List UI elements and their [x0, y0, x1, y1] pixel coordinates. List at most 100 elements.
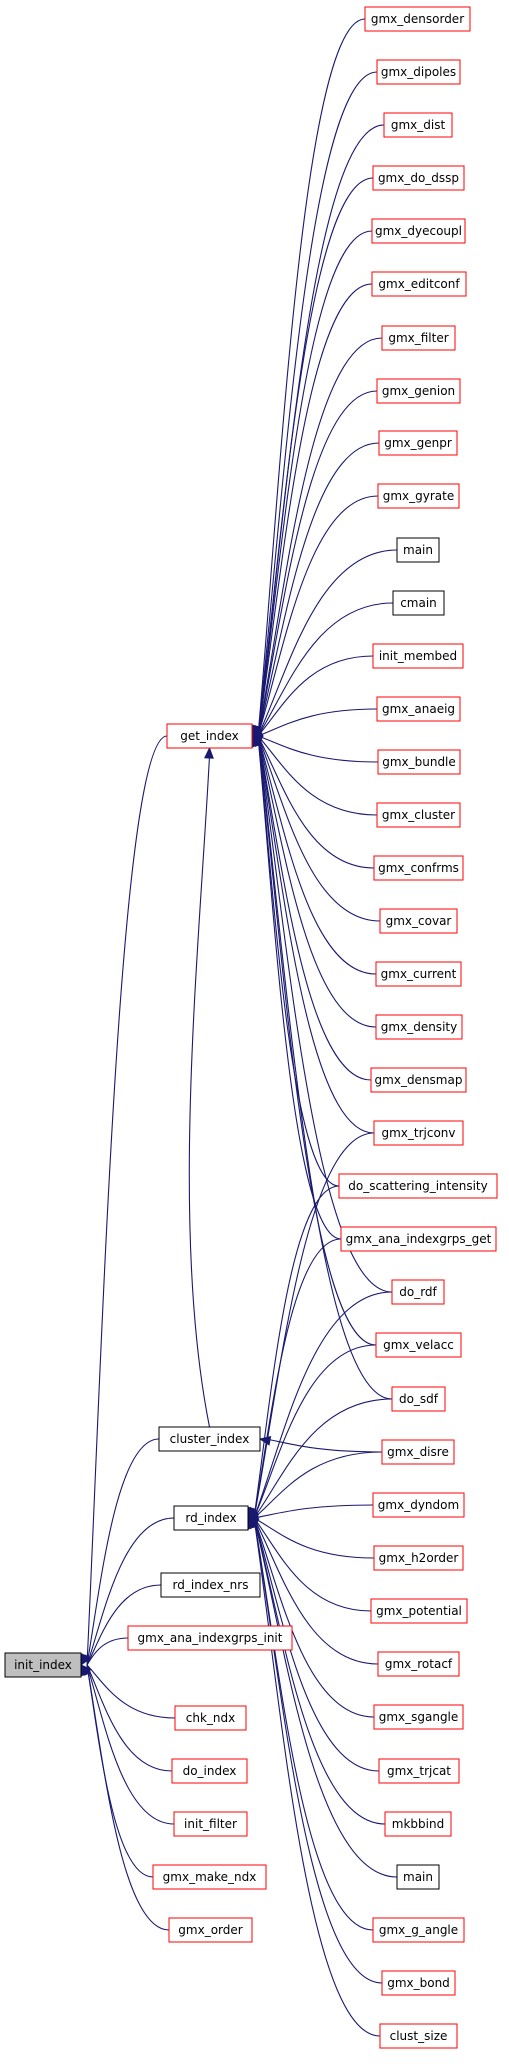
node-gmx-dyndom[interactable]: gmx_dyndom — [372, 1492, 465, 1518]
node-box[interactable] — [373, 1545, 464, 1571]
node-box[interactable] — [372, 1917, 465, 1943]
node-box[interactable] — [381, 1439, 455, 1465]
node-main-a[interactable]: main — [396, 537, 440, 563]
node-box[interactable] — [4, 1652, 82, 1678]
node-box[interactable] — [379, 2023, 458, 2049]
node-gmx-genion[interactable]: gmx_genion — [376, 378, 461, 404]
node-init-membed[interactable]: init_membed — [372, 643, 464, 669]
node-gmx-rotacf[interactable]: gmx_rotacf — [377, 1651, 460, 1677]
node-box[interactable] — [340, 1226, 497, 1252]
node-rd-index-nrs[interactable]: rd_index_nrs — [160, 1572, 261, 1598]
node-gmx-dipoles[interactable]: gmx_dipoles — [376, 59, 461, 85]
node-box[interactable] — [381, 325, 456, 351]
node-box[interactable] — [371, 271, 467, 297]
node-box[interactable] — [173, 1811, 248, 1837]
node-box[interactable] — [364, 6, 471, 32]
node-gmx-order[interactable]: gmx_order — [168, 1917, 253, 1943]
node-box[interactable] — [174, 1705, 247, 1731]
node-box[interactable] — [377, 1651, 460, 1677]
node-gmx-velacc[interactable]: gmx_velacc — [375, 1332, 462, 1358]
node-gmx-anaeig[interactable]: gmx_anaeig — [376, 696, 461, 722]
node-gmx-h2order[interactable]: gmx_h2order — [373, 1545, 464, 1571]
node-gmx-genpr[interactable]: gmx_genpr — [378, 430, 458, 456]
node-box[interactable] — [372, 1492, 465, 1518]
node-gmx-confrms[interactable]: gmx_confrms — [373, 855, 464, 881]
node-gmx-g-angle[interactable]: gmx_g_angle — [372, 1917, 465, 1943]
node-box[interactable] — [171, 1758, 248, 1784]
node-init-index[interactable]: init_index — [4, 1652, 82, 1678]
node-box[interactable] — [373, 855, 464, 881]
node-gmx-density[interactable]: gmx_density — [375, 1014, 463, 1040]
node-box[interactable] — [384, 1811, 452, 1837]
node-box[interactable] — [373, 1704, 464, 1730]
node-rd-index[interactable]: rd_index — [173, 1505, 249, 1531]
node-gmx-gyrate[interactable]: gmx_gyrate — [377, 483, 460, 509]
node-gmx-disre[interactable]: gmx_disre — [381, 1439, 455, 1465]
node-box[interactable] — [371, 218, 466, 244]
node-box[interactable] — [158, 1426, 261, 1452]
node-box[interactable] — [383, 112, 453, 138]
node-box[interactable] — [379, 908, 458, 934]
node-init-filter[interactable]: init_filter — [173, 1811, 248, 1837]
node-gmx-dist[interactable]: gmx_dist — [383, 112, 453, 138]
node-box[interactable] — [168, 1917, 253, 1943]
node-gmx-covar[interactable]: gmx_covar — [379, 908, 458, 934]
node-box[interactable] — [127, 1625, 293, 1651]
node-gmx-sgangle[interactable]: gmx_sgangle — [373, 1704, 464, 1730]
node-gmx-current[interactable]: gmx_current — [375, 961, 462, 987]
node-cmain[interactable]: cmain — [392, 590, 445, 616]
node-gmx-dyecoupl[interactable]: gmx_dyecoupl — [371, 218, 466, 244]
node-gmx-make-ndx[interactable]: gmx_make_ndx — [152, 1864, 267, 1890]
node-cluster-index[interactable]: cluster_index — [158, 1426, 261, 1452]
node-box[interactable] — [378, 430, 458, 456]
node-gmx-do-dssp[interactable]: gmx_do_dssp — [372, 165, 465, 191]
node-box[interactable] — [396, 537, 440, 563]
node-box[interactable] — [370, 1067, 467, 1093]
node-get-index[interactable]: get_index — [166, 723, 253, 749]
node-gmx-cluster[interactable]: gmx_cluster — [376, 802, 461, 828]
node-gmx-densorder[interactable]: gmx_densorder — [364, 6, 471, 32]
node-do-index[interactable]: do_index — [171, 1758, 248, 1784]
node-box[interactable] — [373, 1120, 464, 1146]
node-box[interactable] — [376, 378, 461, 404]
node-gmx-ana-indexgrps-get[interactable]: gmx_ana_indexgrps_get — [340, 1226, 497, 1252]
node-box[interactable] — [376, 696, 461, 722]
node-box[interactable] — [396, 1864, 440, 1890]
node-gmx-trjcat[interactable]: gmx_trjcat — [378, 1758, 460, 1784]
node-box[interactable] — [375, 1014, 463, 1040]
node-box[interactable] — [372, 165, 465, 191]
node-gmx-editconf[interactable]: gmx_editconf — [371, 271, 467, 297]
node-mkbbind[interactable]: mkbbind — [384, 1811, 452, 1837]
node-box[interactable] — [381, 1970, 456, 1996]
node-box[interactable] — [375, 961, 462, 987]
node-box[interactable] — [376, 802, 461, 828]
node-box[interactable] — [372, 643, 464, 669]
node-box[interactable] — [166, 723, 253, 749]
node-box[interactable] — [391, 1279, 445, 1305]
node-box[interactable] — [392, 590, 445, 616]
node-gmx-potential[interactable]: gmx_potential — [370, 1598, 468, 1624]
node-do-scattering-intensity[interactable]: do_scattering_intensity — [338, 1173, 498, 1199]
node-box[interactable] — [378, 1758, 460, 1784]
node-do-sdf[interactable]: do_sdf — [391, 1386, 446, 1412]
node-box[interactable] — [173, 1505, 249, 1531]
node-box[interactable] — [338, 1173, 498, 1199]
node-gmx-filter[interactable]: gmx_filter — [381, 325, 456, 351]
node-box[interactable] — [375, 1332, 462, 1358]
node-box[interactable] — [152, 1864, 267, 1890]
node-box[interactable] — [391, 1386, 446, 1412]
node-box[interactable] — [377, 483, 460, 509]
node-gmx-bond[interactable]: gmx_bond — [381, 1970, 456, 1996]
node-box[interactable] — [160, 1572, 261, 1598]
node-gmx-ana-indexgrps-init[interactable]: gmx_ana_indexgrps_init — [127, 1625, 293, 1651]
node-box[interactable] — [370, 1598, 468, 1624]
node-box[interactable] — [376, 59, 461, 85]
node-box[interactable] — [377, 749, 461, 775]
node-gmx-bundle[interactable]: gmx_bundle — [377, 749, 461, 775]
node-gmx-trjconv[interactable]: gmx_trjconv — [373, 1120, 464, 1146]
node-chk-ndx[interactable]: chk_ndx — [174, 1705, 247, 1731]
node-clust-size[interactable]: clust_size — [379, 2023, 458, 2049]
node-gmx-densmap[interactable]: gmx_densmap — [370, 1067, 467, 1093]
node-main-b[interactable]: main — [396, 1864, 440, 1890]
node-do-rdf[interactable]: do_rdf — [391, 1279, 445, 1305]
